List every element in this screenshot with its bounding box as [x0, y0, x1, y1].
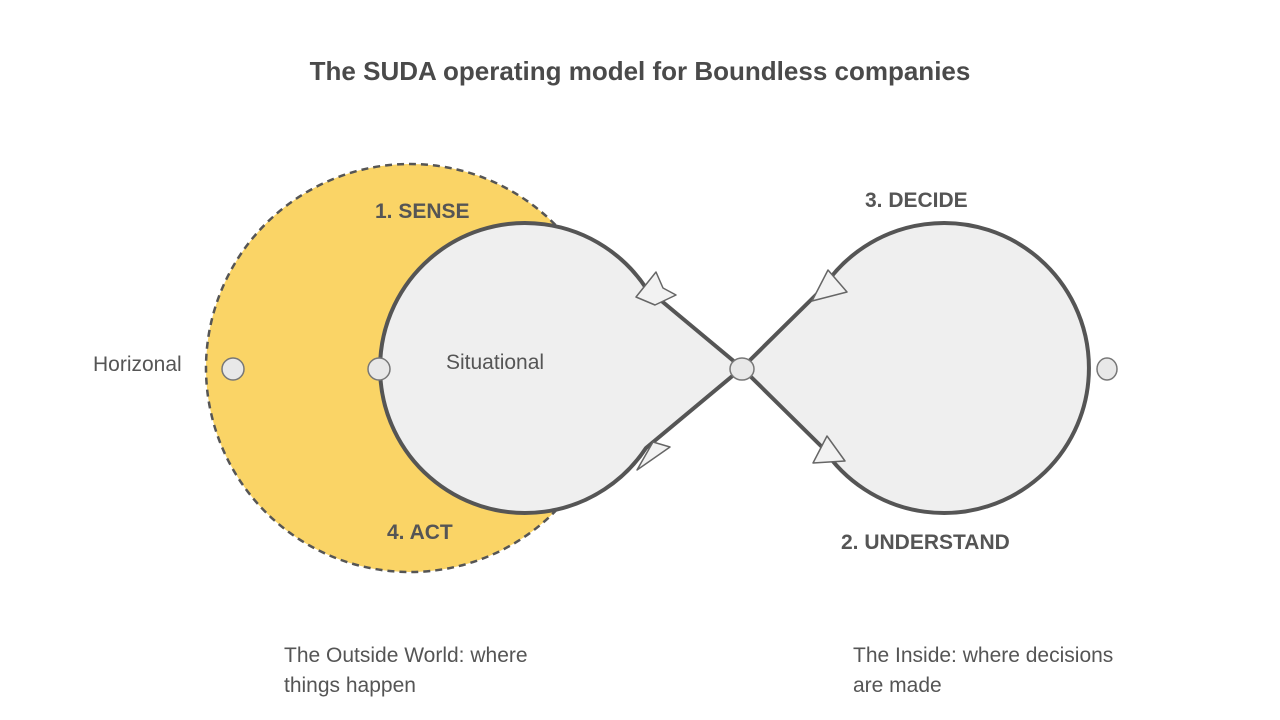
situational-label: Situational: [446, 351, 544, 374]
decide-label: 3. DECIDE: [865, 189, 968, 212]
inside-caption-line1: The Inside: where decisions: [853, 644, 1114, 667]
center-node: [729, 357, 755, 381]
outside-world-caption: The Outside World: where things happen: [284, 641, 604, 701]
act-arrow-icon: [636, 441, 671, 471]
inside-caption-line2: are made: [853, 674, 942, 697]
horizonal-label: Horizonal: [93, 353, 182, 376]
left-loop: [378, 221, 744, 515]
decide-arrow-icon: [811, 269, 848, 302]
sense-arrow-icon: [635, 271, 677, 306]
understand-arrow-icon: [812, 435, 846, 464]
situational-node: [367, 357, 391, 381]
right-loop: [740, 221, 1091, 515]
understand-label: 2. UNDERSTAND: [841, 531, 1010, 554]
outside-caption-line2: things happen: [284, 674, 416, 697]
right-node: [1096, 357, 1118, 381]
horizonal-node: [221, 357, 245, 381]
outside-caption-line1: The Outside World: where: [284, 644, 528, 667]
act-label: 4. ACT: [387, 521, 453, 544]
sense-label: 1. SENSE: [375, 200, 470, 223]
diagram-title: The SUDA operating model for Boundless c…: [309, 56, 971, 86]
inside-caption: The Inside: where decisions are made: [853, 641, 1183, 701]
